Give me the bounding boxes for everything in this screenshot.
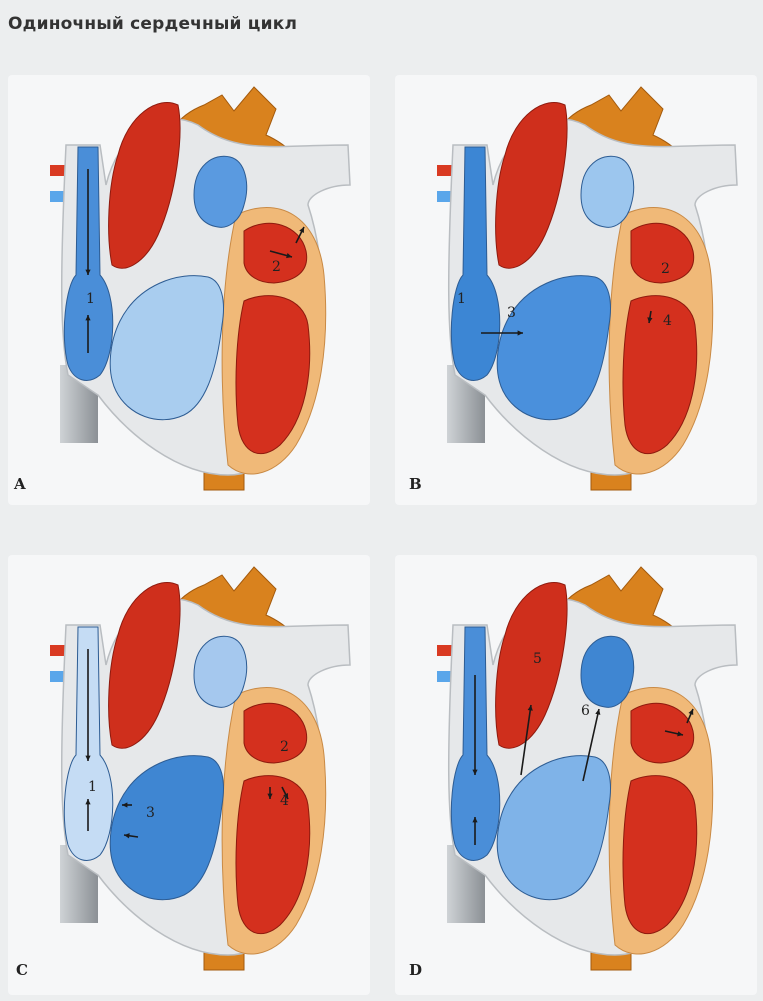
structure-label: 4 <box>280 793 289 809</box>
structure-label: 2 <box>272 259 281 275</box>
structure-label: 1 <box>88 779 97 795</box>
panel-letter: A <box>14 475 26 493</box>
heart-diagram-a: 12 <box>8 75 370 505</box>
structure-label: 4 <box>663 313 672 329</box>
structure-label: 3 <box>507 305 516 321</box>
pulmonary-artery <box>194 636 247 707</box>
pulmonary-artery <box>581 156 634 227</box>
heart-diagram-d: 56 <box>395 555 757 995</box>
panel-letter: C <box>16 961 28 979</box>
structure-label: 1 <box>86 291 95 307</box>
structure-label: 2 <box>661 261 670 277</box>
structure-label: 1 <box>457 291 466 307</box>
structure-label: 2 <box>280 739 289 755</box>
pulmonary-artery <box>194 156 247 227</box>
heart-diagram-b: 1 3 2 4 <box>395 75 757 505</box>
structure-label: 3 <box>146 805 155 821</box>
pulmonary-artery <box>581 636 634 707</box>
structure-label: 6 <box>581 703 590 719</box>
panel-letter: B <box>409 475 422 493</box>
structure-label: 5 <box>533 651 542 667</box>
diagram-panel-b: 1 3 2 4 B <box>395 75 757 505</box>
diagram-panel-c: 1 3 2 4 C <box>8 555 370 995</box>
panel-letter: D <box>409 961 422 979</box>
heart-diagram-c: 1 3 2 4 <box>8 555 370 995</box>
page-title: Одиночный сердечный цикл <box>8 14 297 34</box>
